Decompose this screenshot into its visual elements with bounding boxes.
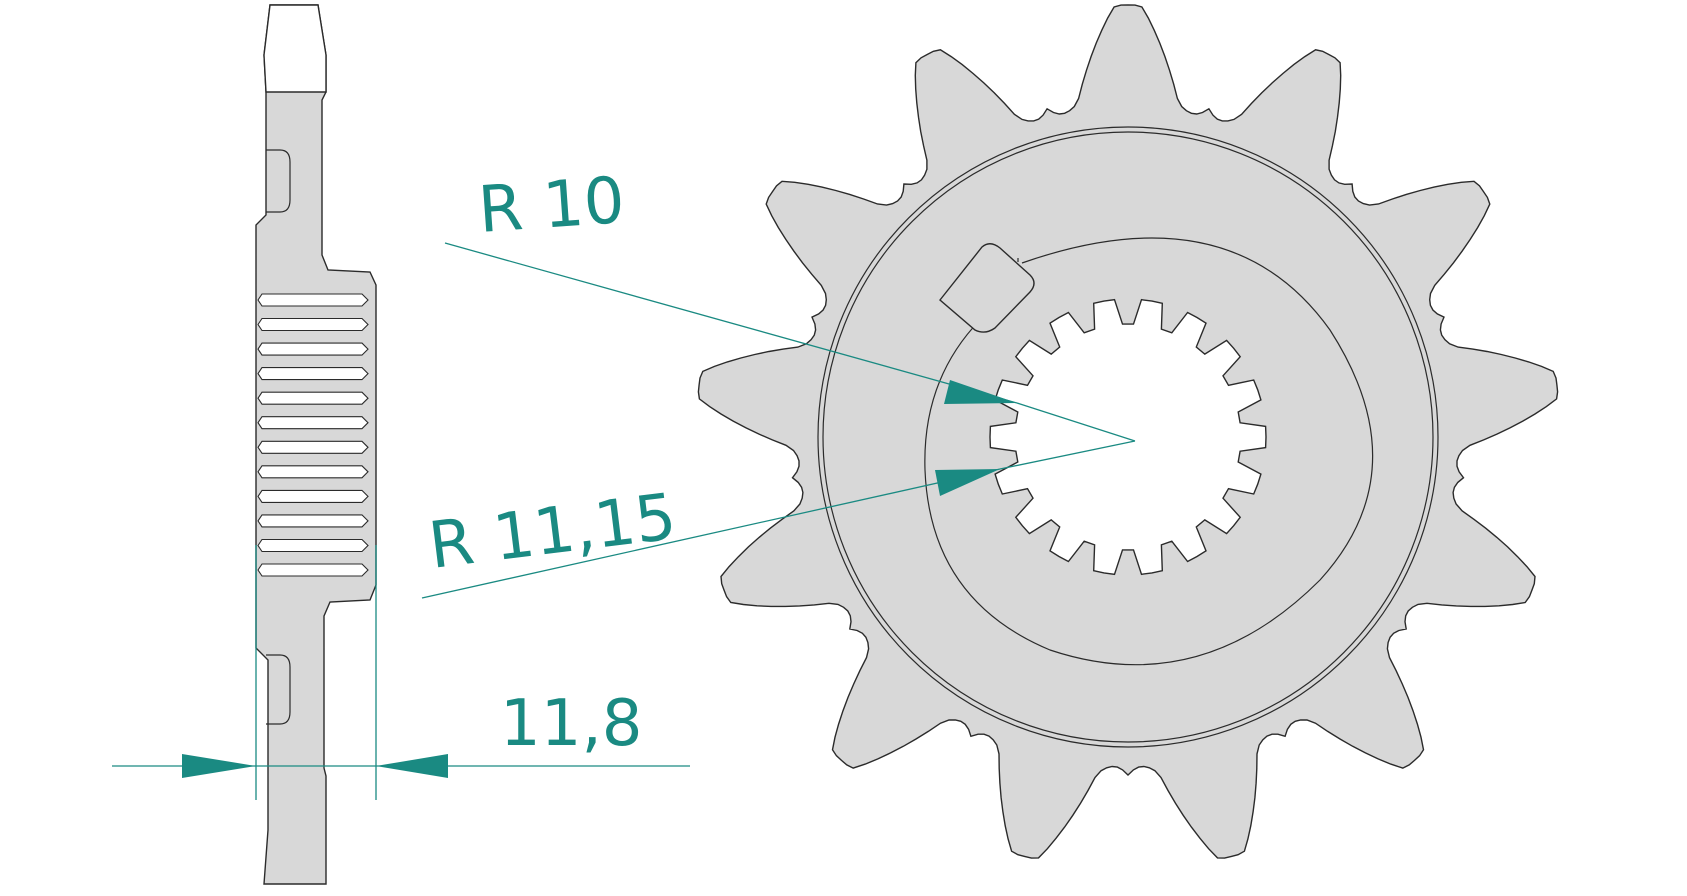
spline-ribs xyxy=(257,293,369,577)
retaining-clip xyxy=(924,237,1374,666)
thickness-arrow-left xyxy=(182,754,256,778)
spline-hole xyxy=(989,298,1267,576)
r1115-arrow xyxy=(935,469,1000,496)
spline-rib xyxy=(257,440,369,454)
spline-rib xyxy=(257,391,369,405)
side-view xyxy=(255,4,377,885)
spline-rib xyxy=(257,538,369,553)
spline-rib xyxy=(257,317,369,332)
pitch-circle-inner xyxy=(822,131,1434,743)
thickness-arrow-right xyxy=(376,754,448,778)
side-tab-top xyxy=(263,4,327,93)
spline-rib xyxy=(257,293,369,307)
r1115-label: R 11,15 xyxy=(425,480,680,584)
slot-bottom xyxy=(266,654,291,725)
front-view xyxy=(697,4,1559,859)
thickness-label: 11,8 xyxy=(500,687,643,761)
r10-leader xyxy=(444,242,1018,404)
spline-rib xyxy=(257,342,369,356)
r1115-leader xyxy=(421,468,1001,599)
clip-tab xyxy=(939,243,1035,333)
pitch-circle-outer xyxy=(817,126,1439,748)
r1115-leader-end xyxy=(999,440,1136,470)
spline-rib xyxy=(257,514,369,528)
slot-top xyxy=(266,149,291,213)
r10-arrow xyxy=(944,380,1017,404)
spline-rib xyxy=(257,416,369,430)
spline-rib xyxy=(257,563,369,577)
spline-rib xyxy=(257,465,369,479)
spline-rib xyxy=(257,489,369,503)
r10-label: R 10 xyxy=(476,164,627,248)
r10-leader-end xyxy=(1016,402,1136,442)
spline-rib xyxy=(257,367,369,381)
